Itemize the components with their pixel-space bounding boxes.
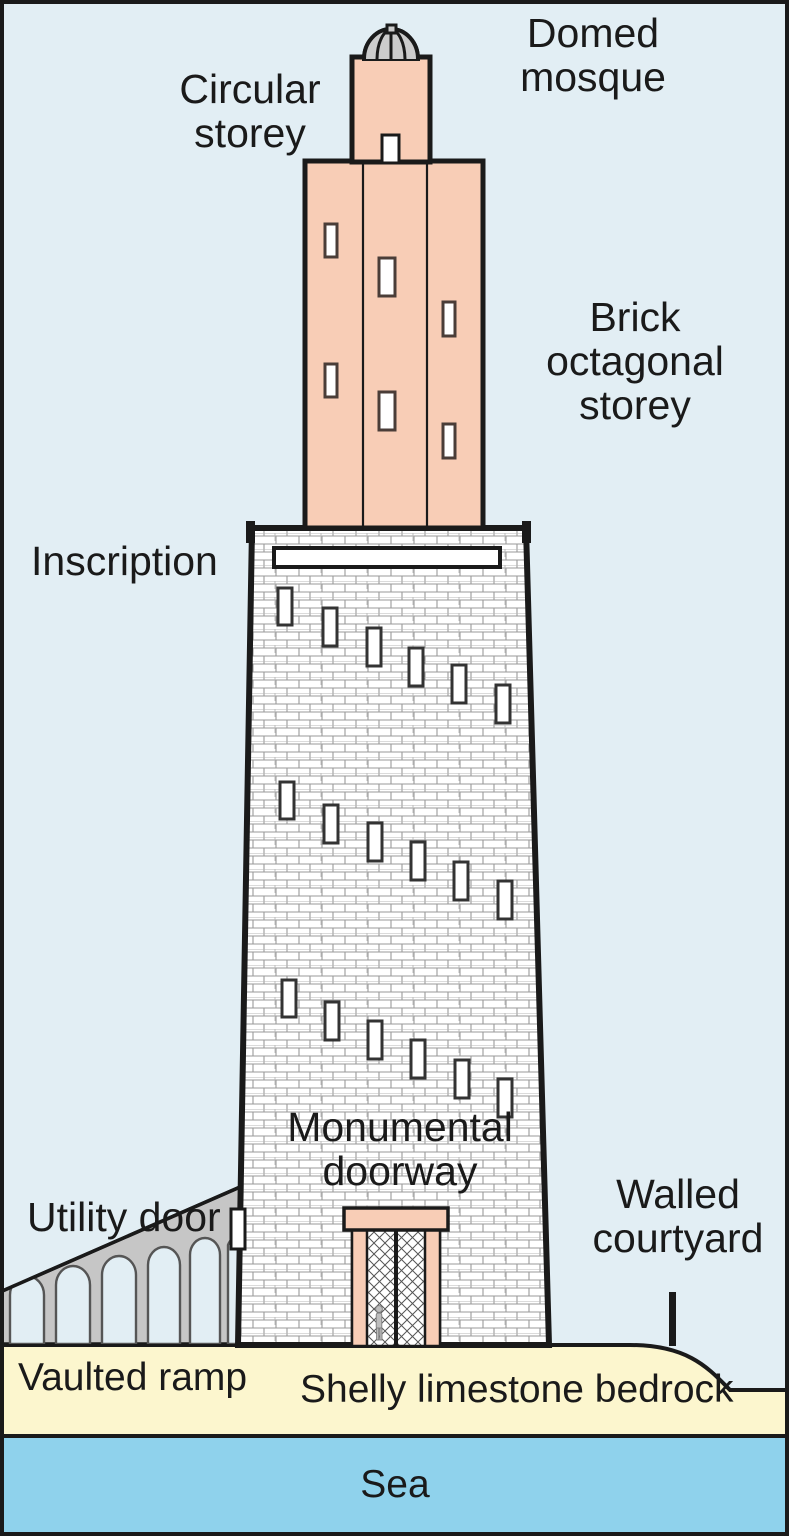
doorway-lintel: [342, 1206, 450, 1232]
doorway-right-jamb: [423, 1226, 442, 1348]
doorway-left-jamb: [350, 1226, 369, 1348]
label-inscription: Inscription: [31, 538, 218, 584]
vaulted-ramp: [0, 1184, 242, 1346]
tower-top-left-stub: [246, 521, 255, 543]
circular-storey-window: [380, 133, 401, 165]
octagon-windows: [323, 222, 457, 460]
dome-finial: [385, 23, 398, 35]
courtyard-wall: [669, 1292, 676, 1346]
tower-window-group-2: [278, 780, 514, 921]
tower-top-right-stub: [522, 521, 531, 543]
tower-window-group-1: [276, 586, 512, 725]
circular-storey: [349, 54, 433, 165]
domed-mosque: [361, 23, 421, 61]
brick-octagonal-storey: [302, 158, 486, 531]
monumental-doorway[interactable]: [342, 1206, 450, 1348]
ramp-arches: [0, 1234, 240, 1344]
human-figure-scale: [375, 1305, 383, 1341]
label-sea: Sea: [360, 1463, 430, 1506]
label-vaulted-ramp: Vaulted ramp: [18, 1356, 248, 1399]
label-utility-door: Utility door: [27, 1194, 221, 1240]
utility-door[interactable]: [229, 1207, 247, 1251]
inscription-band: [272, 546, 502, 569]
doorway-centre-mullion: [394, 1228, 398, 1346]
bedrock-layer: [0, 1343, 789, 1438]
tower-window-group-3: [280, 978, 514, 1119]
label-bedrock: Shelly limestone bedrock: [300, 1368, 734, 1411]
